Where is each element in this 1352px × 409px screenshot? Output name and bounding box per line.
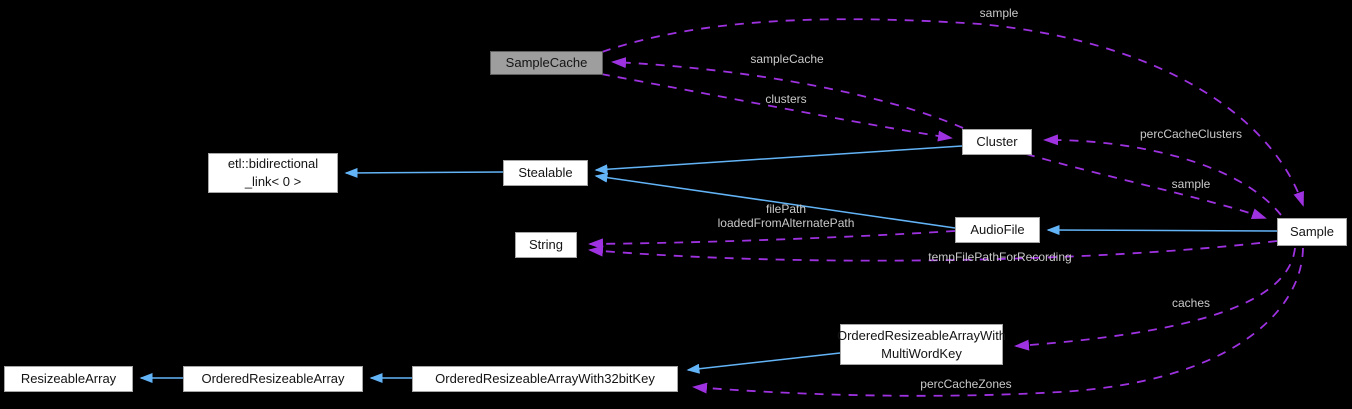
edge-usage-sample-perccachezones [692, 247, 1304, 397]
edge-usage-sample-tempfilepath-string [588, 240, 1278, 262]
node-sample-label: Sample [1289, 224, 1335, 240]
edge-usage-cluster-sample [1025, 153, 1267, 219]
node-32bitkey-label: OrderedResizeableArrayWith32bitKey [435, 371, 655, 387]
node-orderedresizeablearray-label: OrderedResizeableArray [201, 371, 345, 387]
edge-label-samplecache: sampleCache [750, 52, 824, 66]
node-orderedresizeablearraywithmultiwordkey[interactable]: OrderedResizeableArrayWith MultiWordKey [836, 324, 1007, 365]
edge-inherit-multiwordkey-to-32bitkey [686, 352, 841, 374]
node-orderedresizeablearray[interactable]: OrderedResizeableArray [183, 366, 363, 392]
node-resizeablearray[interactable]: ResizeableArray [4, 366, 133, 392]
node-multiwordkey-line2: MultiWordKey [881, 345, 962, 361]
node-stealable[interactable]: Stealable [503, 160, 588, 186]
edge-usage-audiofile-filepath-string [588, 230, 956, 250]
node-multiwordkey-line1: OrderedResizeableArrayWith [836, 327, 1007, 343]
node-cluster[interactable]: Cluster [962, 129, 1032, 155]
edge-label-caches: caches [1172, 296, 1210, 310]
node-audiofile-label: AudioFile [970, 222, 1025, 238]
edge-label-sample-top: sample [980, 6, 1019, 20]
edge-inherit-sample-to-audiofile [1046, 225, 1278, 236]
edge-usage-samplecache-sample [601, 18, 1304, 207]
node-string[interactable]: String [515, 232, 577, 258]
node-etl-line1: etl::bidirectional [227, 156, 319, 172]
node-sample[interactable]: Sample [1277, 218, 1347, 246]
node-etl-line2: _link< 0 > [244, 174, 302, 189]
node-orderedresizeablearraywith32bitkey[interactable]: OrderedResizeableArrayWith32bitKey [412, 366, 678, 392]
node-audiofile[interactable]: AudioFile [955, 217, 1040, 243]
edge-inherit-audiofile-to-stealable [594, 172, 956, 229]
node-resizeablearray-label: ResizeableArray [20, 371, 117, 387]
node-samplecache: SampleCache [490, 51, 603, 75]
node-etl-bidirectional-link[interactable]: etl::bidirectional _link< 0 > [208, 153, 338, 193]
edge-label-clusters: clusters [765, 92, 806, 106]
node-samplecache-label: SampleCache [505, 55, 588, 71]
edge-label-perccachezones: percCacheZones [920, 377, 1011, 391]
edge-usage-sample-perccacheclusters [1043, 134, 1282, 216]
edge-inherit-cluster-to-stealable [594, 145, 963, 175]
edge-usage-sample-caches [1014, 247, 1296, 351]
edge-label-tempfilepathforrecording: tempFilePathForRecording [928, 250, 1071, 264]
edge-label-sample-mid: sample [1172, 177, 1211, 191]
node-string-label: String [529, 237, 563, 253]
node-stealable-label: Stealable [518, 165, 573, 181]
node-cluster-label: Cluster [976, 134, 1018, 150]
edge-usage-cluster-samplecache [611, 57, 964, 129]
edge-label-loadedfromalternatepath: loadedFromAlternatePath [718, 216, 855, 230]
edge-inherit-stealable-to-etl-link [344, 167, 504, 178]
edge-label-filepath: filePath [766, 202, 806, 216]
edge-label-perccacheclusters: percCacheClusters [1140, 127, 1242, 141]
